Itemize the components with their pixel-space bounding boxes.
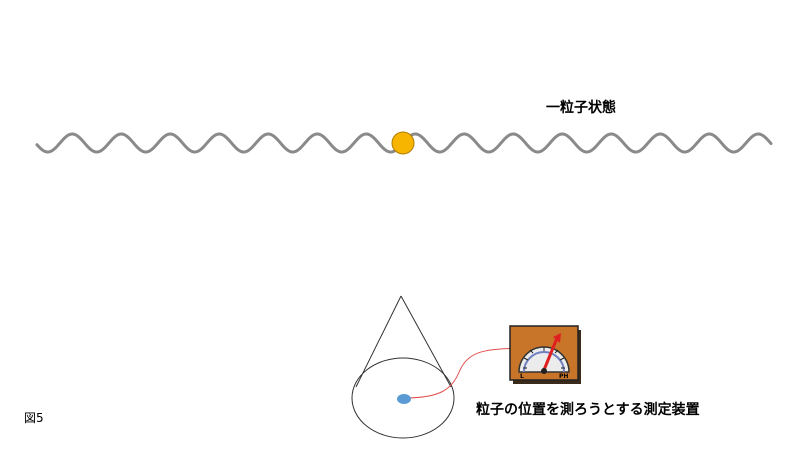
gauge-high-label: PH: [559, 373, 568, 380]
particle: [391, 131, 415, 155]
connector-line: [403, 347, 517, 399]
detection-cone: [351, 295, 455, 439]
figure-number-label: 図5: [24, 411, 44, 425]
cone-left-edge: [355, 295, 402, 388]
cone-right-edge: [400, 295, 452, 388]
measuring-device-label: 粒子の位置を測ろうとする測定装置: [476, 402, 700, 418]
cone-base: [351, 357, 455, 439]
detector-point: [397, 394, 411, 404]
gauge-icon: L PH: [509, 325, 581, 384]
particle-state-label: 一粒子状態: [546, 100, 616, 116]
gauge-low-label: L: [520, 373, 524, 380]
